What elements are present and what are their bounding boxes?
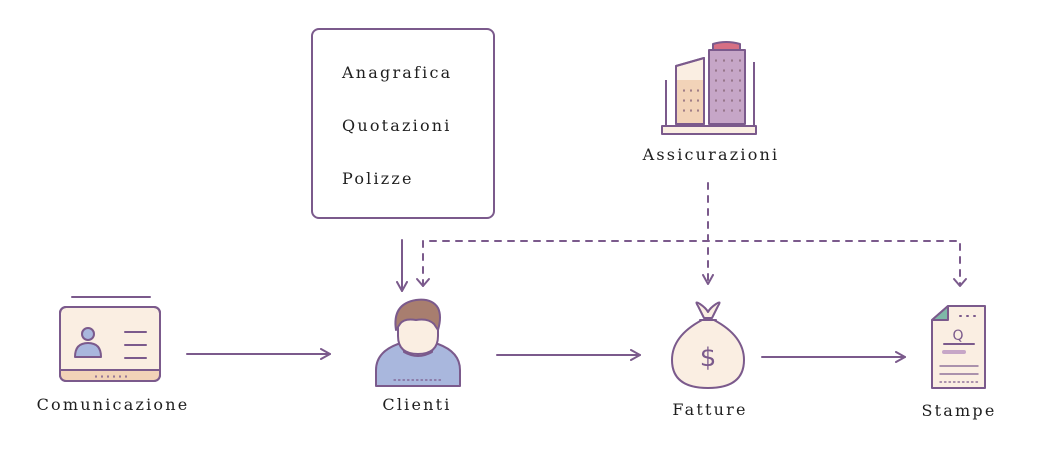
menu-item-quotazioni[interactable]: Quotazioni [342, 116, 452, 135]
menu-item-anagrafica[interactable]: Anagrafica [342, 63, 453, 82]
node-label-stampe: Stampe [921, 401, 997, 420]
document-icon: Q [931, 305, 986, 389]
person-icon [375, 298, 461, 387]
buildings-icon [661, 41, 757, 135]
dashed-clienti-arrowhead [416, 278, 430, 287]
id-card-icon [59, 296, 161, 382]
svg-text:Q: Q [952, 328, 963, 344]
money-bag-icon: $ [671, 301, 745, 389]
node-label-fatture: Fatture [672, 400, 748, 419]
connectors [186, 182, 967, 363]
dashed-stampe-arrowhead [953, 278, 967, 287]
node-label-comunicazione: Comunicazione [36, 395, 190, 414]
dashed-bus-to-clienti-stampe [422, 240, 961, 287]
node-label-clienti: Clienti [382, 395, 452, 414]
menu-item-polizze[interactable]: Polizze [342, 169, 414, 188]
menu-box: Anagrafica Quotazioni Polizze [311, 28, 495, 219]
node-label-assicurazioni: Assicurazioni [642, 145, 780, 164]
svg-text:$: $ [700, 343, 717, 373]
